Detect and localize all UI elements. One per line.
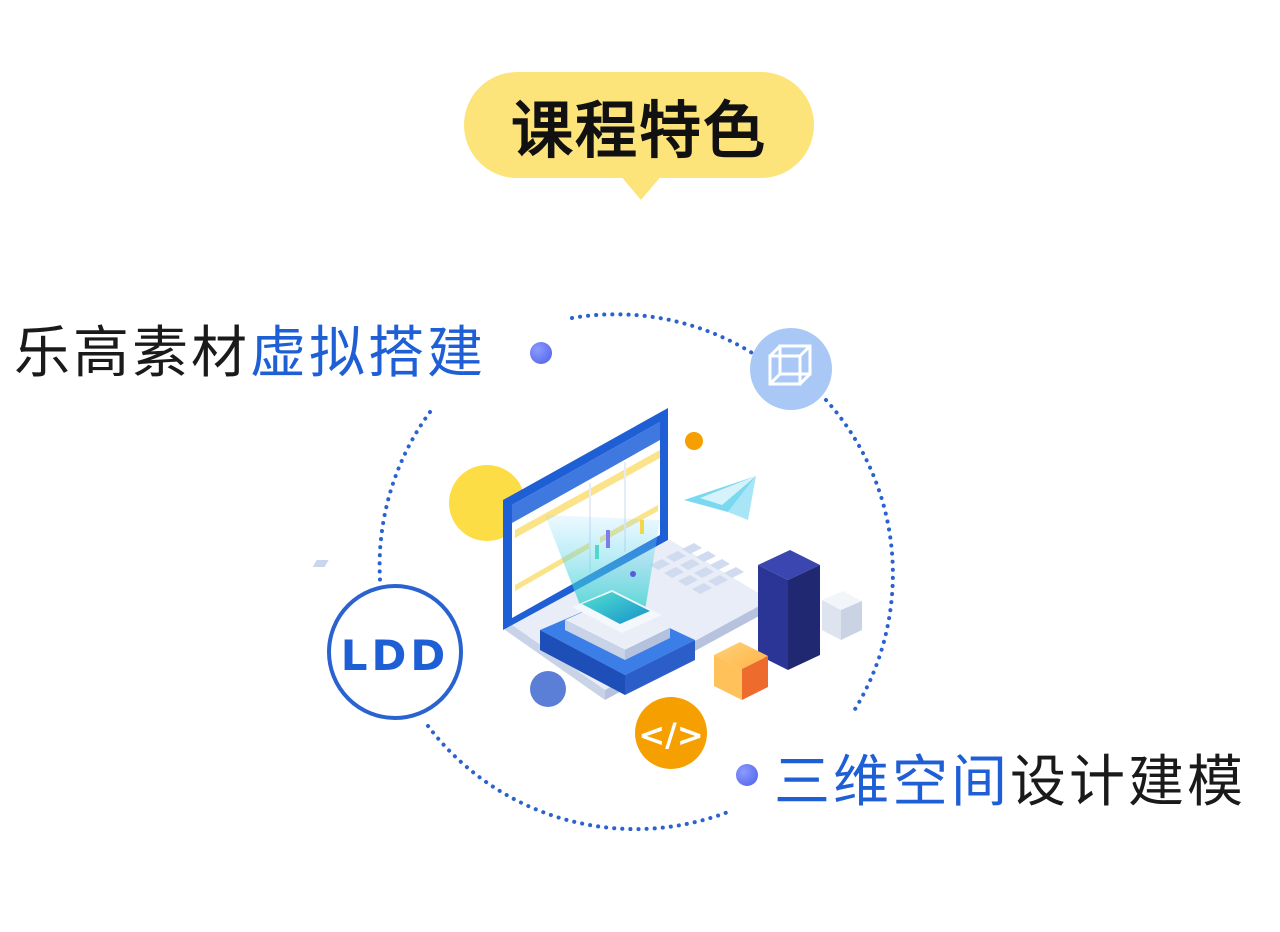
ldd-badge: LDD bbox=[327, 584, 463, 720]
dotted-orbit bbox=[377, 312, 895, 832]
feature-label-3d-modeling: 三维空间设计建模 bbox=[774, 755, 1246, 811]
feature-1-bullet bbox=[530, 342, 552, 364]
blue-circle bbox=[530, 671, 566, 707]
feature-label-virtual-build: 乐高素材虚拟搭建 bbox=[14, 326, 486, 382]
feature-1-dark-text: 乐高素材 bbox=[14, 321, 250, 386]
title-bubble-tail bbox=[619, 174, 663, 200]
paper-plane-icon bbox=[684, 476, 756, 520]
platform-stack bbox=[540, 590, 695, 695]
section-title: 课程特色 bbox=[510, 94, 767, 167]
orange-dot bbox=[685, 432, 703, 450]
code-icon-label: </> bbox=[638, 716, 703, 754]
feature-1-blue-text: 虚拟搭建 bbox=[250, 321, 486, 386]
feature-2-bullet bbox=[736, 764, 758, 786]
feature-2-blue-text: 三维空间 bbox=[774, 750, 1010, 815]
gray-cube bbox=[822, 591, 862, 640]
holo-beam bbox=[545, 515, 660, 610]
ldd-badge-label: LDD bbox=[341, 631, 450, 680]
navy-block bbox=[758, 550, 820, 670]
cube-icon bbox=[750, 328, 832, 410]
feature-2-dark-text: 设计建模 bbox=[1010, 750, 1246, 815]
section-title-bubble: 课程特色 bbox=[464, 72, 814, 178]
orange-cube bbox=[714, 642, 768, 700]
code-icon: </> bbox=[635, 697, 707, 769]
